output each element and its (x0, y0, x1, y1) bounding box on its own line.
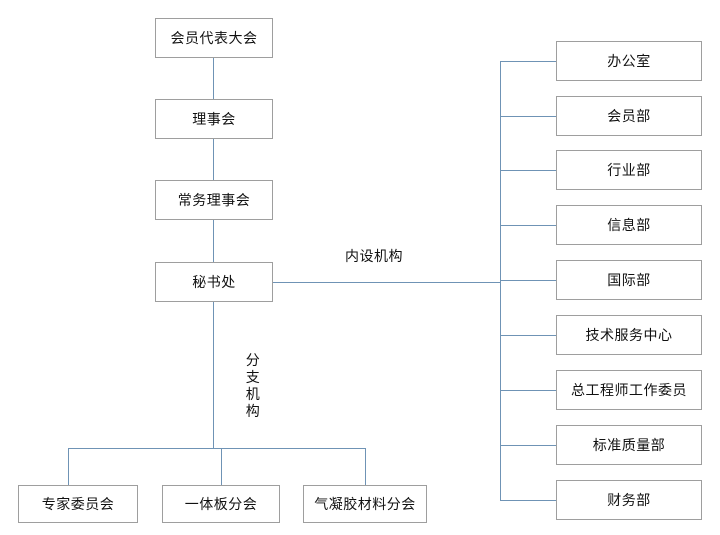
connector-bus-to-office (500, 61, 556, 62)
node-membership-dept[interactable]: 会员部 (556, 96, 702, 136)
node-label: 办公室 (607, 53, 651, 69)
node-label: 会员部 (607, 108, 651, 124)
node-label: 技术服务中心 (585, 327, 673, 343)
node-industry-dept[interactable]: 行业部 (556, 150, 702, 190)
caption-branch-organizations: 分支机构 (245, 352, 261, 419)
node-standards-quality-dept[interactable]: 标准质量部 (556, 425, 702, 465)
node-label: 专家委员会 (41, 496, 115, 512)
node-expert-committee[interactable]: 专家委员会 (18, 485, 138, 523)
node-member-congress[interactable]: 会员代表大会 (155, 18, 273, 58)
connector-council-to-standing (213, 139, 214, 180)
node-office[interactable]: 办公室 (556, 41, 702, 81)
connector-secretariat-to-internal-bus (273, 282, 500, 283)
node-label: 会员代表大会 (170, 30, 258, 46)
node-label: 总工程师工作委员 (571, 382, 687, 398)
connector-bus-to-membership (500, 116, 556, 117)
node-label: 财务部 (607, 492, 651, 508)
branch-bus (68, 448, 366, 449)
connector-bus-to-international (500, 280, 556, 281)
node-label: 秘书处 (192, 274, 236, 290)
node-label: 一体板分会 (184, 496, 258, 512)
node-information-dept[interactable]: 信息部 (556, 205, 702, 245)
connector-bus-to-finance (500, 500, 556, 501)
node-label: 信息部 (607, 217, 651, 233)
node-international-dept[interactable]: 国际部 (556, 260, 702, 300)
node-integrated-board-branch[interactable]: 一体板分会 (162, 485, 280, 523)
node-label: 标准质量部 (592, 437, 666, 453)
connector-bus-to-chief-engineer (500, 390, 556, 391)
connector-secretariat-to-branch-bus (213, 302, 214, 448)
connector-branch-bus-to-aerogel (365, 448, 366, 485)
node-standing-council[interactable]: 常务理事会 (155, 180, 273, 220)
connector-bus-to-information (500, 225, 556, 226)
node-label: 气凝胶材料分会 (314, 496, 416, 512)
node-chief-engineer-committee[interactable]: 总工程师工作委员 (556, 370, 702, 410)
connector-bus-to-tech-service (500, 335, 556, 336)
connector-branch-bus-to-expert (68, 448, 69, 485)
connector-bus-to-standards (500, 445, 556, 446)
connector-congress-to-council (213, 58, 214, 99)
caption-internal-departments: 内设机构 (345, 248, 403, 264)
connector-bus-to-industry (500, 170, 556, 171)
node-tech-service-center[interactable]: 技术服务中心 (556, 315, 702, 355)
node-label: 行业部 (607, 162, 651, 178)
node-finance-dept[interactable]: 财务部 (556, 480, 702, 520)
node-label: 理事会 (192, 111, 236, 127)
node-secretariat[interactable]: 秘书处 (155, 262, 273, 302)
node-aerogel-material-branch[interactable]: 气凝胶材料分会 (303, 485, 427, 523)
connector-standing-to-secretariat (213, 220, 214, 262)
node-label: 国际部 (607, 272, 651, 288)
node-label: 常务理事会 (177, 192, 251, 208)
connector-branch-bus-to-panel (221, 448, 222, 485)
node-council[interactable]: 理事会 (155, 99, 273, 139)
